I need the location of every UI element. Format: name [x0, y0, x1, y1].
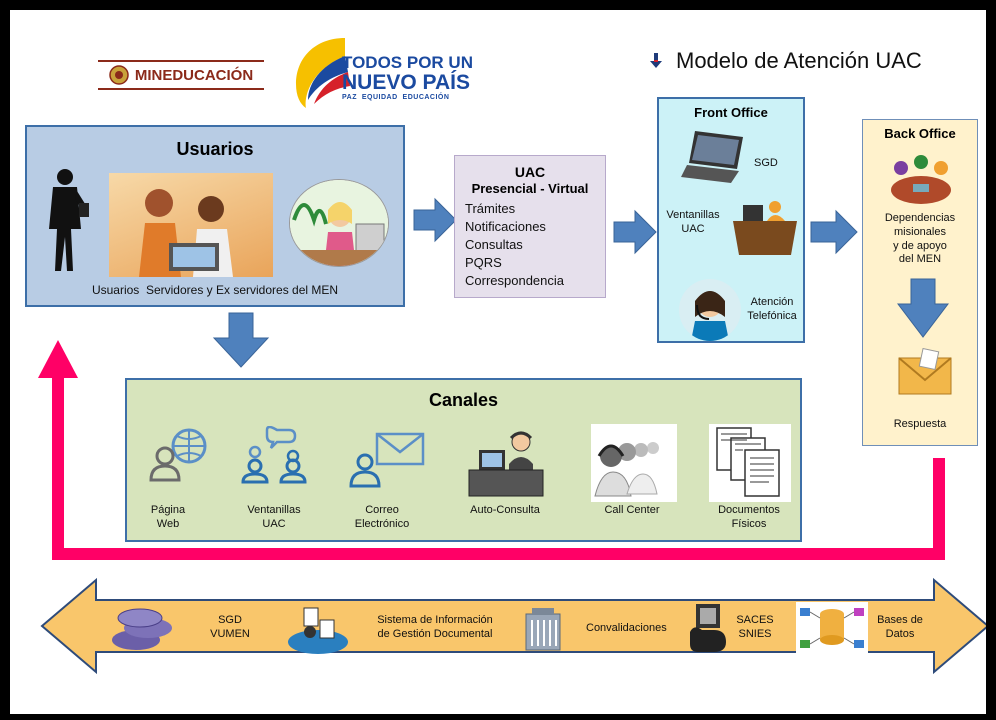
- envelope-icon: [898, 348, 952, 395]
- uac-item: Correspondencia: [465, 273, 565, 288]
- canal-ventanillas-label: Ventanillas UAC: [247, 504, 301, 530]
- approval-hand-icon: [690, 604, 726, 652]
- front-office-title: Front Office: [694, 105, 768, 120]
- gov-logo-line1: TODOS POR UN: [342, 53, 473, 72]
- back-office-title: Back Office: [884, 126, 956, 141]
- businessman-icon: [49, 169, 89, 271]
- building-icon: [525, 608, 561, 651]
- diagram-canvas: MINEDUCACIÓN TODOS POR UN NUEVO PAÍS PAZ…: [10, 10, 986, 714]
- mineducacion-text: MINEDUCACIÓN: [134, 66, 254, 84]
- chat-users-icon: [241, 426, 307, 484]
- system-convalidaciones-label: Convalidaciones: [586, 622, 667, 634]
- uac-item: PQRS: [465, 255, 502, 270]
- uac-item: Notificaciones: [465, 219, 546, 234]
- users-meeting-photo: [109, 173, 273, 277]
- canal-pagina-web-label: Página Web: [150, 504, 186, 530]
- canal-documentos-label: Documentos Físicos: [718, 504, 780, 530]
- canales-title: Canales: [428, 390, 499, 410]
- database-network-icon: [796, 602, 868, 654]
- system-saces-label: SACES SNIES: [736, 614, 774, 640]
- arrow-usuarios-to-canales: [212, 312, 270, 368]
- feedback-loop-arrow: [38, 340, 945, 560]
- call-center-icon: [591, 424, 677, 502]
- front-office-box: Front Office SGD Ventanillas UAC Atenció…: [657, 97, 805, 343]
- uac-item: Trámites: [465, 201, 516, 216]
- arrow-front-to-back-office: [810, 209, 858, 255]
- system-bases-datos-label: Bases de Datos: [877, 614, 923, 640]
- laptop-icon: [681, 131, 743, 183]
- back-respuesta-label: Respuesta: [893, 418, 947, 430]
- documents-icon: [709, 424, 791, 502]
- usuarios-title: Usuarios: [176, 139, 254, 159]
- front-atencion-label: Atención Telefónica: [747, 296, 797, 322]
- document-network-icon: [288, 607, 348, 654]
- canal-correo-label: Correo Electrónico: [354, 504, 410, 530]
- front-sgd-label: SGD: [754, 157, 778, 169]
- systems-band-arrow: [40, 577, 986, 675]
- coat-of-arms-icon: [109, 65, 129, 85]
- desk-worker-icon: [468, 431, 544, 497]
- team-meeting-icon: [891, 155, 951, 204]
- page-title: Modelo de Atención UAC: [676, 48, 922, 73]
- gov-flag-logo-icon: [296, 38, 350, 108]
- canales-box: Canales Página Web Ventanillas UAC: [125, 378, 802, 542]
- gov-logo-line3: PAZ EQUIDAD EDUCACIÓN: [342, 94, 450, 101]
- uac-title: UAC: [514, 164, 546, 180]
- system-gestion-documental-label: Sistema de Información de Gestión Docume…: [377, 614, 493, 640]
- uac-subtitle: Presencial - Virtual: [471, 181, 589, 196]
- uac-items-list: Trámites Notificaciones Consultas PQRS C…: [465, 200, 564, 290]
- disk-stack-icon: [112, 608, 172, 650]
- canal-autoconsulta-label: Auto-Consulta: [470, 504, 540, 516]
- arrow-usuarios-to-uac: [413, 197, 457, 243]
- uac-item: Consultas: [465, 237, 523, 252]
- gov-logo-text: TODOS POR UN NUEVO PAÍS PAZ EQUIDAD EDUC…: [342, 53, 482, 102]
- mineducacion-logo: MINEDUCACIÓN: [98, 60, 264, 90]
- user-at-desk-photo: [289, 179, 389, 267]
- canal-callcenter-label: Call Center: [604, 504, 660, 516]
- usuarios-caption: Usuarios Servidores y Ex servidores del …: [91, 283, 339, 297]
- back-dependencias-label: Dependencias misionales y de apoyo del M…: [884, 212, 956, 266]
- system-sgd-label: SGD VUMEN: [210, 614, 250, 640]
- gov-logo-line2: NUEVO PAÍS: [342, 71, 470, 94]
- phone-operator-photo: [679, 279, 741, 341]
- usuarios-box: Usuarios: [25, 125, 405, 307]
- web-user-icon: [149, 428, 207, 482]
- back-office-box: Back Office Dependencias misionales y de…: [862, 119, 978, 446]
- arrow-uac-to-front-office: [613, 209, 657, 255]
- uac-box: UAC Presencial - Virtual Trámites Notifi…: [454, 155, 606, 298]
- front-ventanillas-label: Ventanillas UAC: [666, 209, 720, 235]
- email-user-icon: [349, 432, 425, 488]
- down-arrow-bullet-icon: [650, 53, 662, 68]
- down-arrow-to-respuesta: [897, 278, 949, 338]
- service-desk-icon: [733, 201, 797, 255]
